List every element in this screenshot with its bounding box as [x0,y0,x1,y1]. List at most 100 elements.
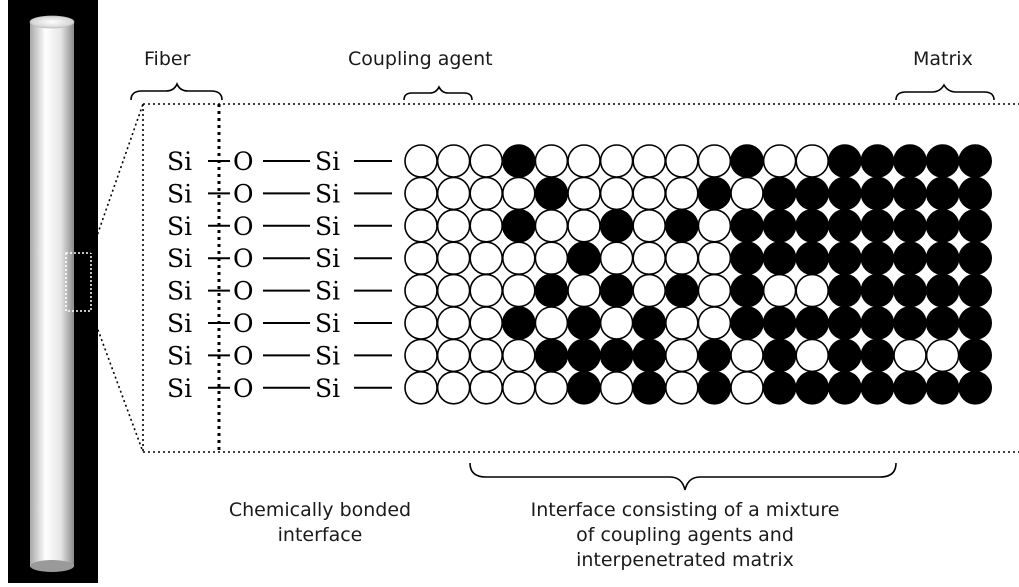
coupling-molecule [632,273,667,308]
matrix-molecule [599,209,634,243]
matrix-molecule [827,241,862,276]
coupling-molecule [893,338,927,373]
matrix-molecule [534,338,569,373]
coupling-molecule [469,370,504,405]
matrix-molecule [860,306,895,340]
coupling-molecule [469,338,504,373]
matrix-molecule [567,338,601,373]
matrix-molecule [567,370,601,405]
matrix-molecule [958,338,993,373]
matrix-molecule [762,176,797,211]
coupling-molecule [599,370,634,405]
si-atom-coupling: Si [315,179,340,208]
matrix-molecule [697,338,732,373]
matrix-molecule [697,176,732,211]
coupling-agent-brace [403,85,473,101]
coupling-molecule [567,144,601,178]
matrix-molecule [893,273,927,308]
coupling-molecule [501,338,536,373]
si-atom-coupling: Si [315,374,340,403]
coupling-molecule [664,370,699,405]
coupling-molecule [599,306,634,340]
matrix-molecule [664,273,699,308]
fiber-cylinder-bottom [30,560,74,572]
coupling-molecule [436,176,471,211]
matrix-molecule [697,370,732,405]
matrix-molecule [925,209,960,243]
molecule-grid [404,144,993,405]
chemically-bonded-line-2: interface [277,524,363,546]
matrix-molecule [730,241,764,276]
oxygen-atom: O [233,309,254,338]
matrix-molecule [860,273,895,308]
si-atom-coupling: Si [315,341,340,370]
matrix-molecule [632,306,667,340]
coupling-molecule [404,176,438,211]
matrix-molecule [599,273,634,308]
matrix-molecule [925,176,960,211]
matrix-molecule [730,273,764,308]
matrix-molecule [893,209,927,243]
matrix-molecule [795,370,830,405]
matrix-molecule [795,306,830,340]
coupling-molecule [567,176,601,211]
coupling-molecule [664,241,699,276]
matrix-molecule [893,306,927,340]
matrix-molecule [893,370,927,405]
si-atom-coupling: Si [315,277,340,306]
coupling-molecule [762,273,797,308]
chemically-bonded-caption: Chemically bonded interface [180,498,460,548]
matrix-brace [895,83,995,101]
coupling-molecule [404,370,438,405]
matrix-molecule [958,241,993,276]
coupling-molecule [534,241,569,276]
matrix-molecule [795,176,830,211]
matrix-molecule [860,176,895,211]
matrix-molecule [762,209,797,243]
matrix-molecule [925,273,960,308]
matrix-molecule [730,306,764,340]
matrix-molecule [925,306,960,340]
matrix-molecule [893,144,927,178]
matrix-molecule [501,144,536,178]
coupling-molecule [404,273,438,308]
oxygen-atom: O [233,244,254,273]
coupling-molecule [730,370,764,405]
coupling-molecule [632,209,667,243]
coupling-molecule [404,144,438,178]
coupling-molecule [632,176,667,211]
coupling-molecule [632,241,667,276]
coupling-molecule [534,306,569,340]
matrix-molecule [501,306,536,340]
matrix-molecule [860,370,895,405]
coupling-molecule [599,241,634,276]
oxygen-atom: O [233,277,254,306]
matrix-molecule [534,176,569,211]
coupling-molecule [534,370,569,405]
coupling-molecule [534,209,569,243]
matrix-molecule [860,338,895,373]
matrix-molecule [893,241,927,276]
coupling-molecule [795,273,830,308]
matrix-molecule [795,209,830,243]
fiber-brace [130,81,223,101]
coupling-molecule [469,306,504,340]
matrix-molecule [827,144,862,178]
coupling-molecule [664,144,699,178]
coupling-molecule [436,273,471,308]
matrix-molecule [893,176,927,211]
si-atom-coupling: Si [315,212,340,241]
mixture-interface-caption: Interface consisting of a mixture of cou… [480,498,890,573]
matrix-molecule [827,176,862,211]
matrix-molecule [958,209,993,243]
chemically-bonded-line-1: Chemically bonded [228,499,412,521]
coupling-molecule [730,176,764,211]
coupling-molecule [501,370,536,405]
oxygen-atom: O [233,147,254,176]
coupling-molecule [697,241,732,276]
matrix-molecule [632,370,667,405]
si-atom-fiber: Si [167,244,192,273]
coupling-molecule [469,273,504,308]
fiber-label: Fiber [144,48,191,70]
